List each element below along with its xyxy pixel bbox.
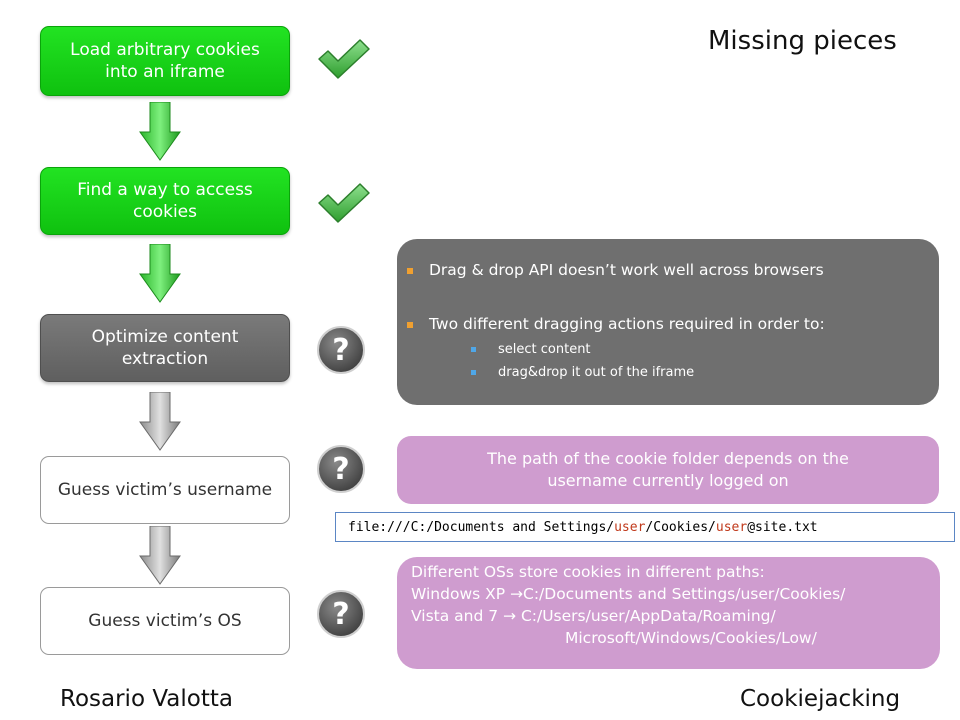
callout-line: Different OSs store cookies in different…: [411, 563, 765, 581]
extraction-callout: Drag & drop API doesn’t work well across…: [397, 239, 939, 405]
step-guess-username: Guess victim’s username: [40, 456, 290, 524]
sub-bullet-item: select content: [471, 342, 591, 357]
step-label: Guess victim’s username: [57, 480, 273, 500]
username-callout: The path of the cookie folder depends on…: [397, 436, 939, 504]
cookie-path-example: file:///C:/Documents and Settings/user/C…: [335, 512, 955, 542]
down-arrow-icon: [139, 526, 181, 585]
callout-line: Vista and 7 → C:/Users/user/AppData/Roam…: [411, 607, 776, 625]
os-callout: Different OSs store cookies in different…: [397, 557, 940, 669]
step-load-cookies: Load arbitrary cookies into an iframe: [40, 26, 290, 96]
callout-line: Microsoft/Windows/Cookies/Low/: [565, 629, 817, 647]
callout-text: The path of the cookie folder depends on…: [487, 449, 849, 490]
down-arrow-icon: [139, 392, 181, 451]
bullet-marker: [407, 268, 413, 274]
question-mark-icon: ?: [317, 445, 365, 493]
path-username-segment: user: [715, 519, 748, 535]
bullet-item: Drag & drop API doesn’t work well across…: [407, 261, 824, 279]
step-label: Load arbitrary cookies into an iframe: [70, 40, 260, 82]
bullet-text: Two different dragging actions required …: [429, 315, 825, 333]
page-title: Missing pieces: [708, 26, 897, 56]
svg-text:?: ?: [332, 333, 349, 368]
path-segment: @site.txt: [747, 519, 818, 535]
bullet-marker: [407, 322, 413, 328]
bullet-marker: [471, 370, 476, 375]
bullet-text: drag&drop it out of the iframe: [498, 365, 695, 380]
footer-author: Rosario Valotta: [60, 686, 233, 712]
callout-line: Windows XP →C:/Documents and Settings/us…: [411, 585, 846, 603]
step-label: Find a way to access cookies: [77, 180, 253, 222]
svg-text:?: ?: [332, 597, 349, 632]
question-mark-icon: ?: [317, 326, 365, 374]
question-mark-icon: ?: [317, 590, 365, 638]
sub-bullet-item: drag&drop it out of the iframe: [471, 365, 694, 380]
down-arrow-icon: [139, 102, 181, 161]
svg-text:?: ?: [332, 452, 349, 487]
bullet-marker: [471, 347, 476, 352]
check-mark-icon: [318, 183, 370, 223]
step-label: Optimize content extraction: [91, 327, 239, 369]
bullet-text: Drag & drop API doesn’t work well across…: [429, 261, 824, 279]
step-guess-os: Guess victim’s OS: [40, 587, 290, 655]
step-label: Guess victim’s OS: [88, 611, 242, 631]
step-access-cookies: Find a way to access cookies: [40, 167, 290, 235]
footer-topic: Cookiejacking: [740, 686, 901, 712]
bullet-text: select content: [498, 342, 591, 357]
path-segment: /Cookies/: [645, 519, 716, 535]
step-optimize-extraction: Optimize content extraction: [40, 314, 290, 382]
bullet-item: Two different dragging actions required …: [407, 315, 825, 333]
check-mark-icon: [318, 39, 370, 79]
down-arrow-icon: [139, 244, 181, 303]
path-username-segment: user: [614, 519, 646, 535]
path-segment: file:///C:/Documents and Settings/: [348, 519, 615, 535]
